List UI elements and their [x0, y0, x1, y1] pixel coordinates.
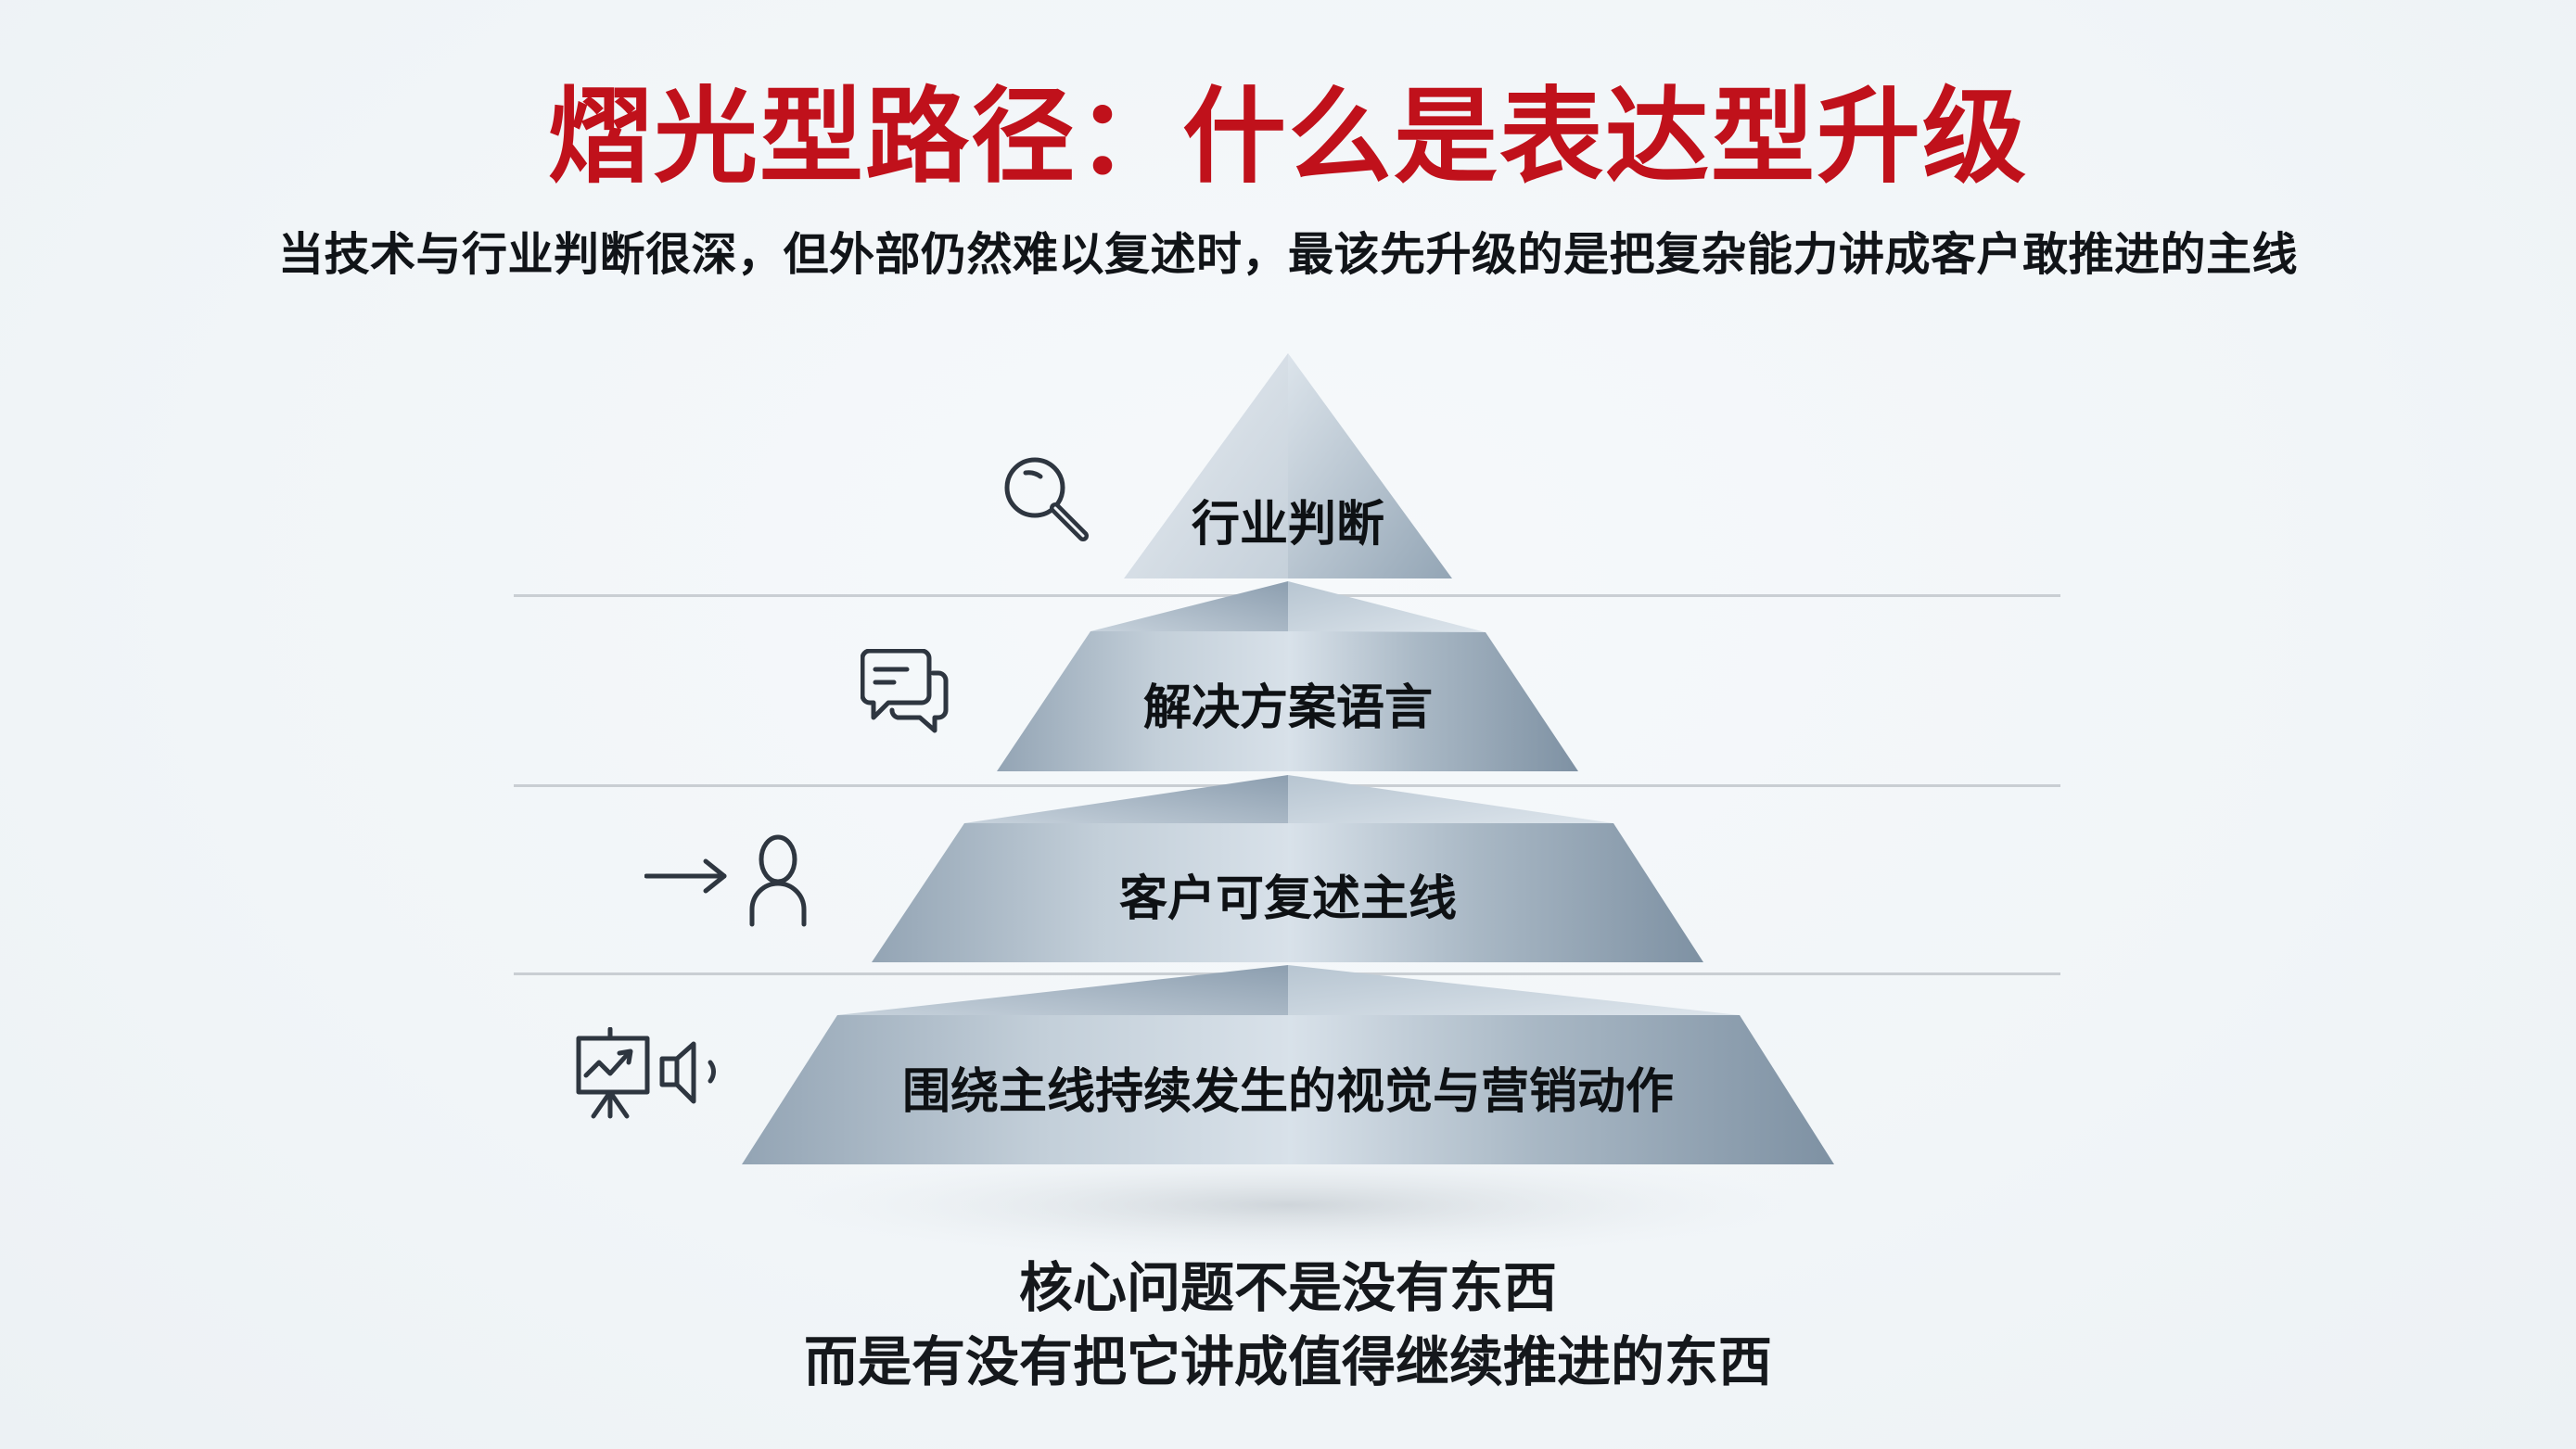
slide-title: 熠光型路径：什么是表达型升级 — [548, 77, 2028, 197]
pyramid-layer-4-label: 围绕主线持续发生的视觉与营销动作 — [901, 1064, 1674, 1120]
conclusion-line-1: 核心问题不是没有东西 — [1018, 1256, 1557, 1319]
pyramid-layer-3-label: 客户可复述主线 — [1118, 871, 1457, 927]
pyramid-layer-1-label: 行业判断 — [1191, 497, 1384, 553]
arrow-to-person-icon — [644, 832, 821, 928]
pyramid-layer-2-label: 解决方案语言 — [1142, 680, 1433, 736]
slide-subtitle: 当技术与行业判断很深，但外部仍然难以复述时，最该先升级的是把复杂能力讲成客户敢推… — [277, 228, 2298, 281]
conclusion-line-2: 而是有没有把它讲成值得继续推进的东西 — [803, 1330, 1772, 1393]
magnifier-icon — [1001, 454, 1094, 547]
chat-bubbles-icon — [861, 649, 964, 734]
presentation-and-speaker-icon — [573, 1027, 735, 1120]
